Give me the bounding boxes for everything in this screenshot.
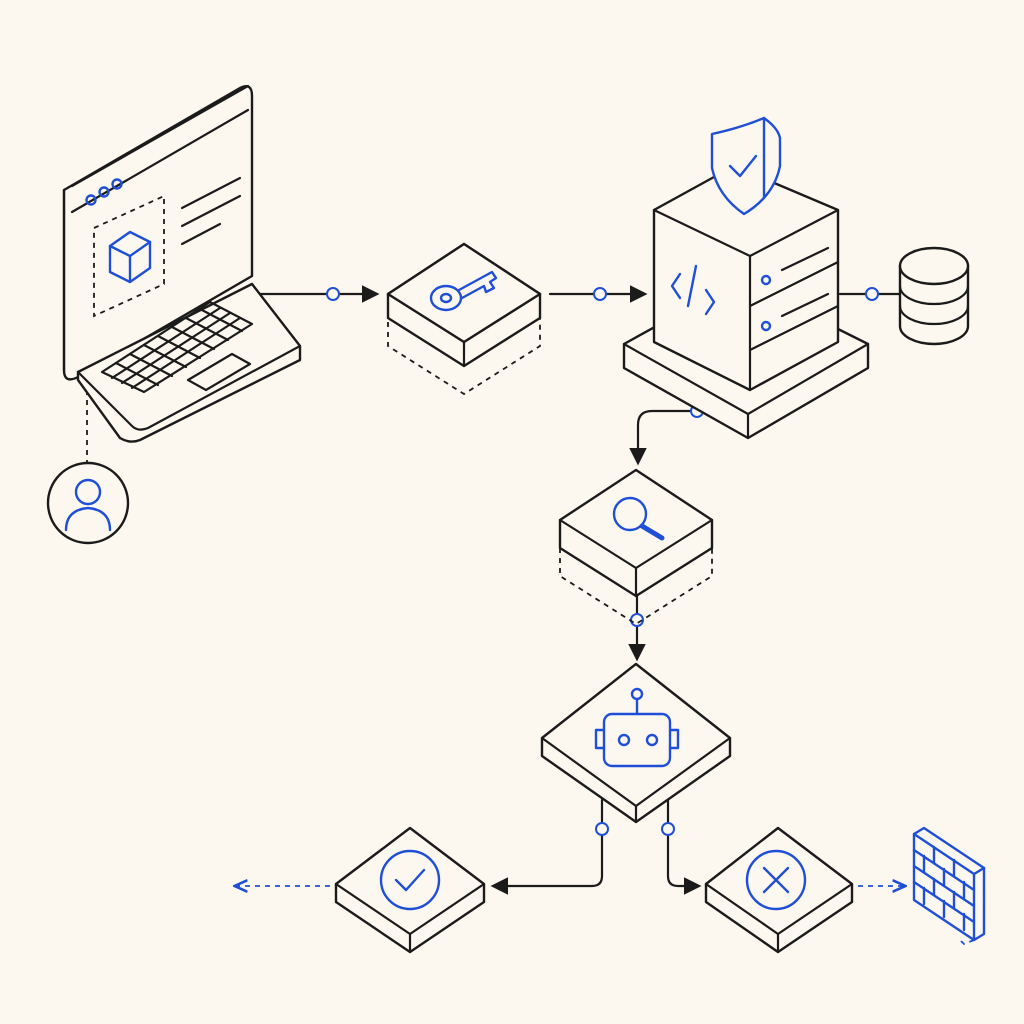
user-icon <box>64 478 112 532</box>
tile-body <box>704 826 854 954</box>
laptop-screen-bezel <box>70 84 250 188</box>
database-node[interactable] <box>898 246 970 346</box>
tile-edge <box>334 882 486 954</box>
tile-shadow <box>387 312 541 396</box>
user-node[interactable] <box>46 461 130 545</box>
content-placeholder <box>93 194 165 318</box>
edge-knot <box>593 287 607 301</box>
text-line <box>180 222 222 246</box>
inspection-node[interactable] <box>558 468 714 626</box>
text-line <box>180 176 242 210</box>
firewall-node[interactable] <box>912 826 986 946</box>
tile-edge <box>704 882 854 954</box>
auth-key-node[interactable] <box>386 242 542 396</box>
edge-knot <box>865 287 879 301</box>
x-circle-icon <box>745 849 807 911</box>
tile-body <box>334 826 486 954</box>
brick-wall-icon <box>912 826 986 946</box>
server-platform-edge <box>622 342 870 440</box>
client-laptop[interactable] <box>62 84 302 443</box>
edge-knot <box>326 287 340 301</box>
shield-check-icon <box>710 116 782 216</box>
window-dot-icon <box>98 186 110 198</box>
laptop-screen <box>62 85 254 381</box>
key-icon <box>429 270 498 312</box>
keyboard <box>100 300 254 394</box>
cube-icon <box>108 230 152 284</box>
server-status-lights <box>760 246 830 332</box>
text-line <box>180 194 242 228</box>
bot-check-node[interactable] <box>540 662 732 824</box>
server-rack-lines <box>748 260 840 352</box>
app-server-node[interactable] <box>622 116 870 440</box>
touchpad <box>186 352 252 392</box>
allowed-node[interactable] <box>334 826 486 954</box>
code-icon <box>670 264 716 316</box>
laptop-base-top <box>76 344 302 431</box>
window-dot-icon <box>111 178 123 190</box>
tile-top <box>386 242 542 344</box>
tile-edge <box>558 518 714 598</box>
magnifier-icon <box>612 496 665 541</box>
check-circle-icon <box>379 849 441 911</box>
tile-body <box>540 662 732 824</box>
edge-server-to-inspection <box>629 409 699 466</box>
edge-knot <box>661 822 675 836</box>
tile-body <box>558 468 714 598</box>
window-dot-icon <box>85 194 97 206</box>
server-edges <box>652 208 840 392</box>
database-icon <box>898 246 970 346</box>
robot-icon <box>594 687 680 768</box>
edge-bot-to-allowed <box>490 798 604 895</box>
tile-edge <box>540 736 732 824</box>
edge-knot <box>595 822 609 836</box>
blocked-node[interactable] <box>704 826 854 954</box>
edge-bot-to-blocked <box>666 798 702 895</box>
